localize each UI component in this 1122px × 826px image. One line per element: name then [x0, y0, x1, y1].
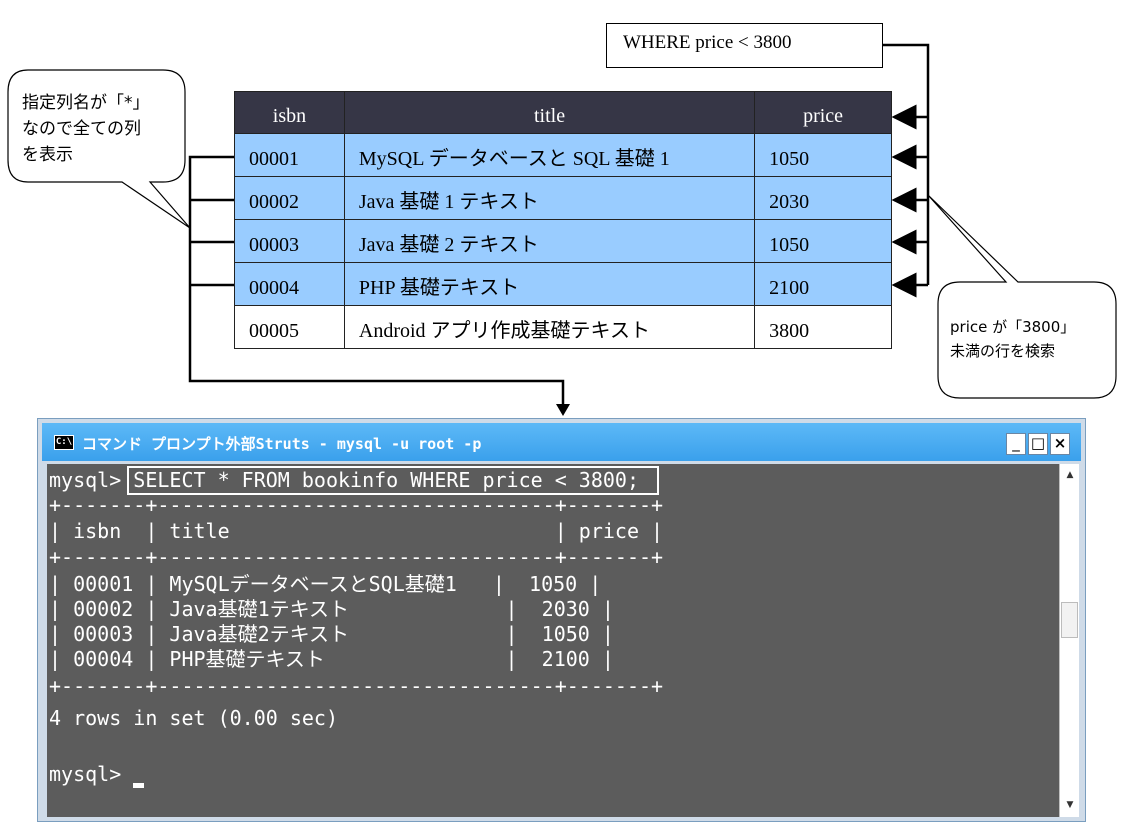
callout-right-line: 未満の行を検索 — [950, 342, 1056, 360]
console-line: +-------+-------------------------------… — [49, 674, 664, 698]
callout-left-text: 指定列名が「*」 なので全ての列 を表示 — [22, 90, 182, 168]
cell-title: Java 基礎 2 テキスト — [343, 219, 756, 263]
cell-title: PHP 基礎テキスト — [343, 262, 756, 306]
query-highlight-box — [127, 466, 659, 495]
console-output[interactable]: mysql> SELECT * FROM bookinfo WHERE pric… — [47, 464, 1059, 817]
callout-left-bubble — [7, 69, 191, 229]
table-row: 00005 Android アプリ作成基礎テキスト 3800 — [234, 305, 892, 349]
where-bracket — [883, 43, 930, 298]
table-row: 00002 Java 基礎 1 テキスト 2030 — [234, 176, 892, 220]
console-line: 4 rows in set (0.00 sec) — [49, 706, 338, 730]
console-line: | isbn | title | price | — [49, 519, 664, 543]
console-line: | 00002 | Java基礎1テキスト | 2030 | — [49, 597, 614, 621]
minimize-button[interactable]: _ — [1006, 433, 1026, 455]
console-line: mysql> SELECT * FROM bookinfo WHERE pric… — [49, 468, 640, 492]
cell-price: 3800 — [754, 305, 892, 349]
cell-price: 1050 — [754, 219, 892, 263]
where-clause-box: WHERE price < 3800 — [606, 23, 883, 68]
window-titlebar[interactable]: C:\ コマンド プロンプト外部Struts - mysql -u root -… — [42, 423, 1081, 461]
callout-right-line: price が「3800」 — [950, 318, 1076, 336]
table-row: 00003 Java 基礎 2 テキスト 1050 — [234, 219, 892, 263]
cell-title: Android アプリ作成基礎テキスト — [343, 305, 756, 349]
bookinfo-table: isbn title price 00001 MySQL データベースと SQL… — [234, 91, 892, 349]
cell-title: MySQL データベースと SQL 基礎 1 — [343, 133, 756, 177]
cell-price: 1050 — [754, 133, 892, 177]
scrollbar-thumb[interactable] — [1061, 602, 1078, 638]
callout-right-text: price が「3800」 未満の行を検索 — [950, 315, 1100, 363]
rows-bracket — [188, 155, 570, 416]
console-line: +-------+-------------------------------… — [49, 545, 664, 569]
cell-isbn: 00005 — [234, 305, 345, 349]
where-clause-text: WHERE price < 3800 — [623, 32, 792, 53]
table-row: 00001 MySQL データベースと SQL 基礎 1 1050 — [234, 133, 892, 177]
callout-left-line: なので全ての列 — [22, 119, 141, 139]
close-button[interactable]: × — [1050, 433, 1070, 455]
console-line: | 00001 | MySQLデータベースとSQL基礎1 | 1050 | — [49, 572, 602, 596]
table-header-row: isbn title price — [234, 91, 892, 134]
header-title: title — [343, 91, 756, 134]
cell-price: 2030 — [754, 176, 892, 220]
cell-isbn: 00004 — [234, 262, 345, 306]
text-cursor — [133, 783, 144, 788]
scroll-down-arrow-icon[interactable]: ▼ — [1066, 800, 1074, 810]
header-price: price — [754, 91, 892, 134]
cell-isbn: 00002 — [234, 176, 345, 220]
console-line: +-------+-------------------------------… — [49, 493, 664, 517]
maximize-button[interactable]: □ — [1028, 433, 1048, 455]
scroll-up-arrow-icon[interactable]: ▲ — [1066, 470, 1074, 480]
vertical-scrollbar[interactable]: ▲ ▼ — [1059, 464, 1079, 817]
callout-left-line: を表示 — [22, 145, 73, 165]
window-title: コマンド プロンプト外部Struts - mysql -u root -p — [82, 435, 482, 453]
console-line: | 00004 | PHP基礎テキスト | 2100 | — [49, 647, 614, 671]
cell-price: 2100 — [754, 262, 892, 306]
table-row: 00004 PHP 基礎テキスト 2100 — [234, 262, 892, 306]
cell-isbn: 00001 — [234, 133, 345, 177]
command-prompt-window[interactable]: C:\ コマンド プロンプト外部Struts - mysql -u root -… — [37, 418, 1086, 822]
console-prompt[interactable]: mysql> — [49, 762, 134, 786]
console-icon[interactable]: C:\ — [54, 435, 74, 450]
cell-isbn: 00003 — [234, 219, 345, 263]
cell-title: Java 基礎 1 テキスト — [343, 176, 756, 220]
callout-left-line: 指定列名が「*」 — [22, 93, 150, 113]
callout-right-bubble — [927, 194, 1117, 399]
console-line: | 00003 | Java基礎2テキスト | 1050 | — [49, 622, 614, 646]
header-isbn: isbn — [234, 91, 345, 134]
